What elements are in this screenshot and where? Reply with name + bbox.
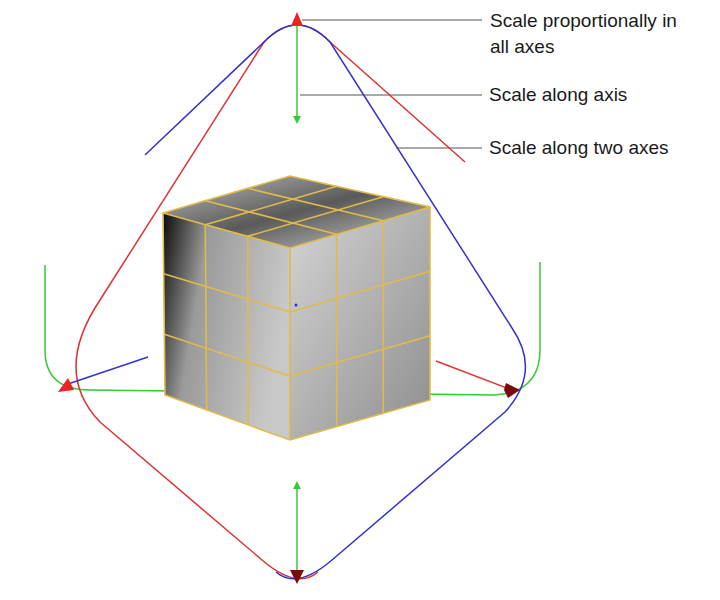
- callout-label: Scale along two axes: [489, 135, 714, 161]
- cube: [163, 176, 430, 440]
- callout-label: Scale along axis: [489, 82, 714, 108]
- uniform-handle: [291, 12, 303, 26]
- callout-label: Scale proportionally in all axes: [490, 8, 695, 60]
- axis-handle: [290, 570, 304, 584]
- blue-curve: [145, 25, 525, 579]
- axis-handle: [504, 383, 520, 398]
- axis-lines: [65, 22, 512, 572]
- axis-handle: [58, 378, 74, 392]
